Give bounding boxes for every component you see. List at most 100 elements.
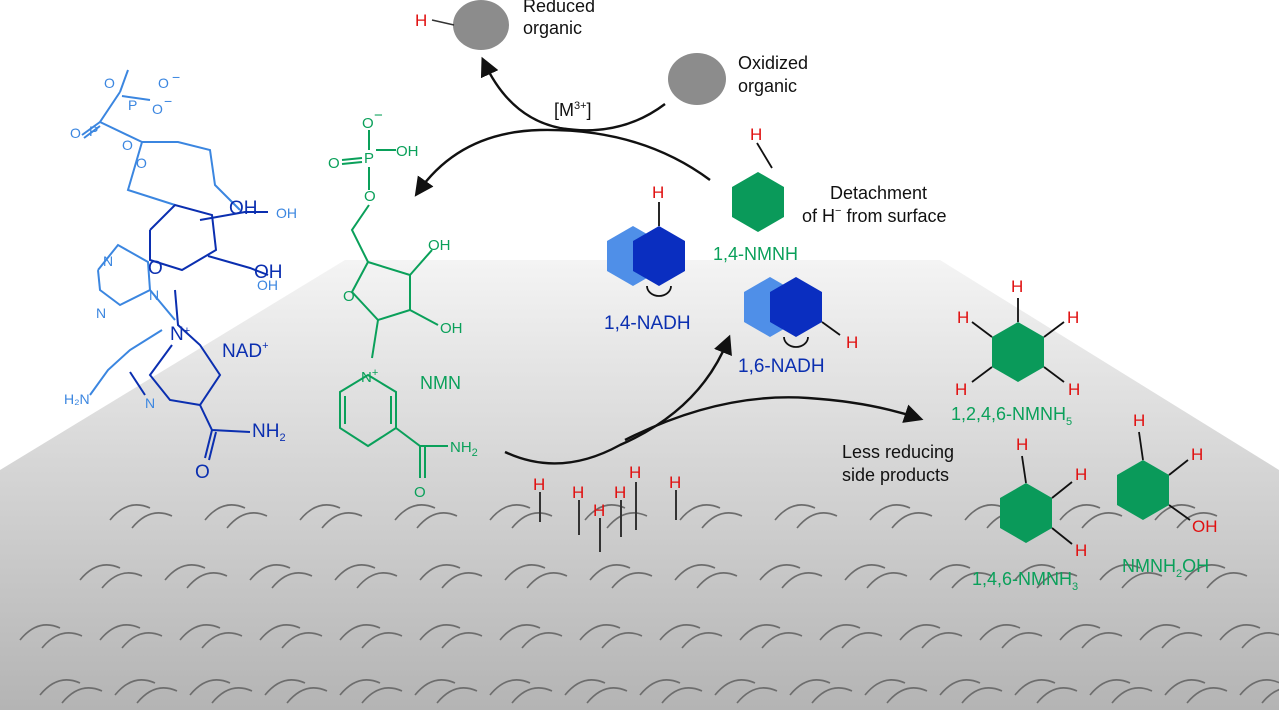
surface-texture-arc [921, 632, 963, 649]
surface-texture-arc [504, 564, 546, 581]
surface-texture-arc [639, 679, 681, 696]
nmnh5-h: H [1068, 380, 1080, 399]
surface-texture-arc [131, 512, 173, 529]
surface-texture-arc [759, 564, 801, 581]
nad-o-4: O [70, 125, 81, 141]
nad-nh2: NH2 [252, 421, 286, 444]
nmnh3-molecule [1000, 455, 1073, 545]
nmn-nh2: NH2 [450, 439, 478, 459]
surface-texture-arc [1081, 512, 1123, 529]
surface-texture-arc [1184, 564, 1226, 581]
oxidized-organic-blob [668, 53, 726, 105]
surface-texture-arc [1186, 687, 1228, 704]
surface-texture-arc [781, 572, 823, 589]
surface-texture-arc [579, 624, 621, 641]
nmn-oh-2: OH [440, 320, 463, 337]
surface-h-label: H [572, 483, 584, 502]
surface-texture-arc [1139, 624, 1181, 641]
nmn-o-ring: O [343, 288, 355, 305]
nmnh14-h: H [750, 125, 762, 144]
surface-texture-arc [334, 564, 376, 581]
surface-texture-arc [661, 687, 703, 704]
nmnh5-h: H [1011, 277, 1023, 296]
surface-texture-arc [796, 512, 838, 529]
surface-texture-arc [19, 624, 61, 641]
surface-texture-arc [1111, 687, 1153, 704]
catalyst-surface [0, 260, 1279, 710]
surface-texture-arc [489, 679, 531, 696]
surface-texture-arc [696, 572, 738, 589]
surface-texture-arc [736, 687, 778, 704]
surface-texture-arc [841, 632, 883, 649]
nad-oh-1: OH [229, 198, 258, 219]
surface-h-label: H [669, 473, 681, 492]
surface-texture-arc [511, 687, 553, 704]
nmn-o-amide: O [414, 484, 426, 501]
surface-texture-arc [1261, 688, 1279, 704]
nmn-o-top: O [362, 115, 374, 132]
surface-texture-arc [259, 624, 301, 641]
nmn-structure [339, 130, 448, 478]
surface-texture-arc [179, 624, 221, 641]
surface-texture-arc [211, 687, 253, 704]
surface-texture-arc [1036, 687, 1078, 704]
surface-texture-arc [414, 679, 456, 696]
surface-texture-arc [1059, 624, 1101, 641]
surface-texture-arc [589, 564, 631, 581]
nad-o-1: O [104, 75, 115, 91]
surface-hydrogens [539, 482, 677, 552]
surface-texture-arc [264, 679, 306, 696]
nadh14-h: H [652, 183, 664, 202]
surface-texture-arc [869, 504, 911, 521]
nadh16-h: H [846, 333, 858, 352]
nad-o-amide: O [195, 462, 210, 483]
oxidized-organic-label-line1: Oxidized [738, 53, 808, 73]
surface-texture-arc [526, 572, 568, 589]
surface-texture-arc [271, 572, 313, 589]
nad-h2n: H₂N [64, 391, 90, 407]
surface-texture-arc [511, 512, 553, 529]
surface-texture-arc [299, 504, 341, 521]
surface-texture-arc [939, 679, 981, 696]
nmnh2oh-h: H [1191, 445, 1203, 464]
organic-reduction-arrow [480, 56, 666, 132]
surface-texture-arc [356, 572, 398, 589]
detachment-line2: of H− from surface [802, 205, 946, 226]
surface-texture-arc [681, 632, 723, 649]
nad-oh-4: OH [257, 277, 278, 293]
regeneration-arrow [414, 128, 711, 197]
oxidized-organic-label-line2: organic [738, 76, 797, 96]
nad-oh-3: OH [254, 262, 283, 283]
nad-o-3: O [152, 101, 163, 117]
nmnh2oh-oh: OH [1192, 517, 1218, 536]
nmn-o-left: O [328, 155, 340, 172]
nad-o-minus-1: − [172, 69, 180, 85]
surface-texture-arc [441, 632, 483, 649]
nad-p-1: P [128, 97, 137, 113]
nad-structure [81, 69, 269, 461]
surface-texture-arc [739, 624, 781, 641]
surface-texture-arc [79, 564, 121, 581]
surface-texture-arc [226, 512, 268, 529]
surface-texture-arc [1154, 504, 1196, 521]
surface-texture-arc [281, 632, 323, 649]
surface-texture-arc [601, 632, 643, 649]
nmnh14-molecule [732, 142, 784, 232]
surface-texture-arc [1089, 679, 1131, 696]
reduced-organic-label-line1: Reduced [523, 0, 595, 16]
nmnh5-h: H [955, 380, 967, 399]
surface-texture-arc [819, 624, 861, 641]
nad-o-ring: O [148, 258, 163, 279]
nmnh3-label: 1,4,6-NMNH3 [972, 569, 1078, 593]
nmnh3-h: H [1016, 435, 1028, 454]
surface-texture-arc [441, 572, 483, 589]
nad-oh-2: OH [276, 205, 297, 221]
surface-texture-arc [61, 687, 103, 704]
nadh14-label: 1,4-NADH [604, 313, 691, 334]
surface-texture-arc [1241, 632, 1279, 649]
surface-texture-arc [189, 679, 231, 696]
nmn-o-minus: − [374, 107, 383, 124]
nad-n-plus: N+ [170, 324, 190, 345]
surface-texture-arc [436, 687, 478, 704]
nmnh2oh-label: NMNH2OH [1122, 556, 1209, 580]
